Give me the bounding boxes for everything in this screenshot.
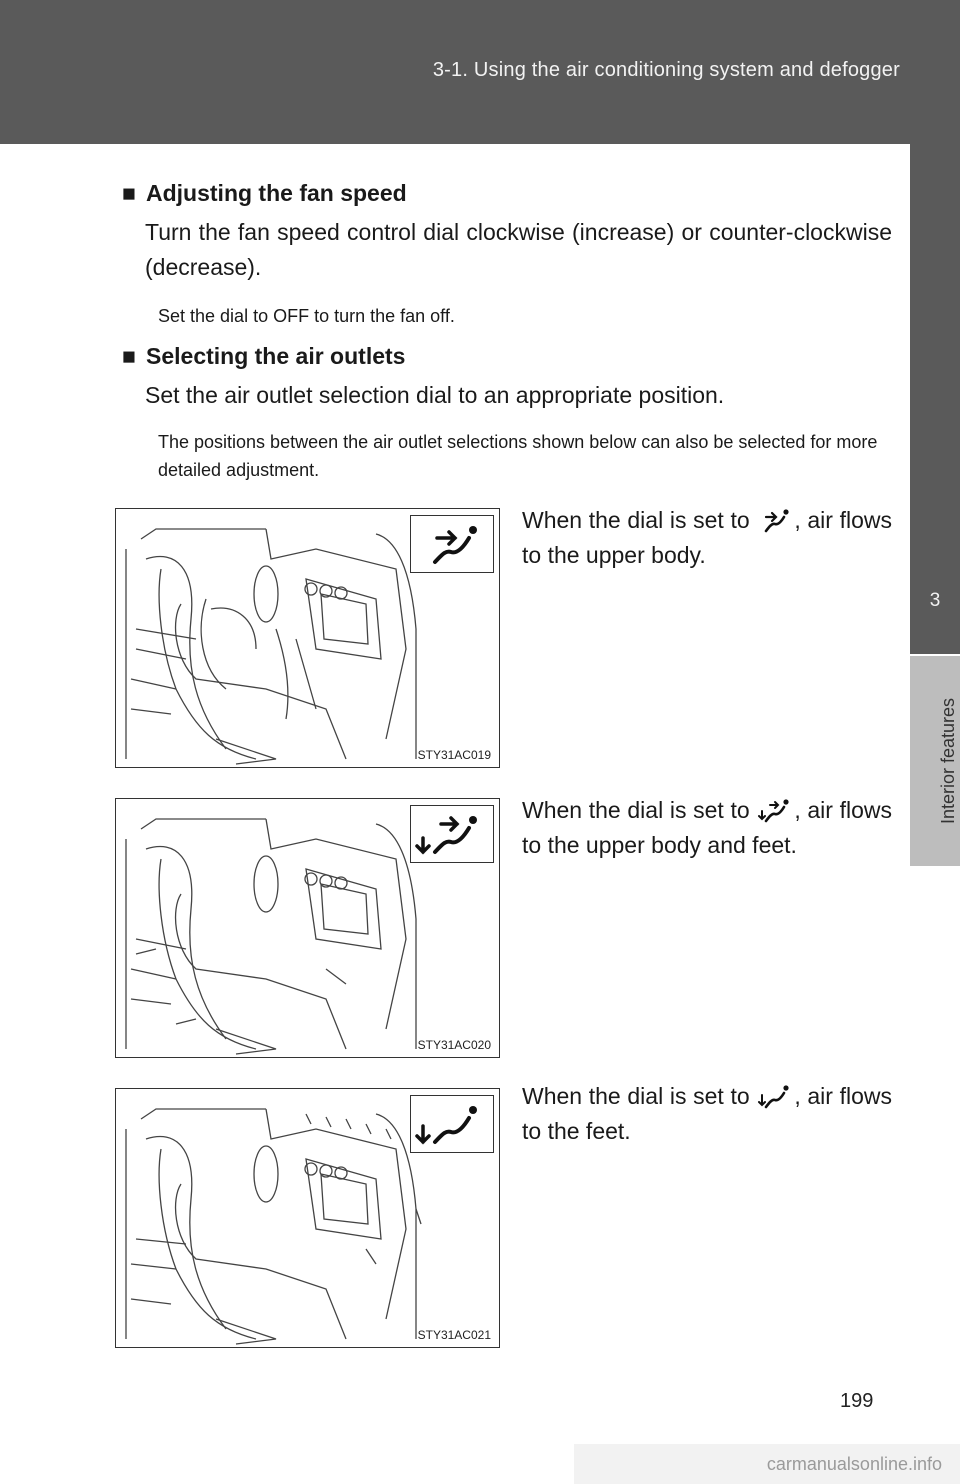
mode-description-face: When the dial is set to , air flows to t… [522,503,892,573]
face-vent-icon [756,507,794,533]
chapter-label: Interior features [938,697,958,825]
section-heading-fan-speed: ■ Adjusting the fan speed [122,180,407,207]
mode-description-face-feet: When the dial is set to , air flows to t… [522,793,892,863]
desc-text: , air flows to the feet. [522,1083,892,1144]
desc-text: When the dial is set to [522,507,750,533]
desc-text: When the dial is set to [522,797,750,823]
heading-text: Adjusting the fan speed [146,180,407,206]
page-header: 3-1. Using the air conditioning system a… [0,0,960,144]
feet-vent-icon [756,1083,794,1109]
section-heading-air-outlets: ■ Selecting the air outlets [122,343,405,370]
fan-off-note: Set the dial to OFF to turn the fan off. [158,306,455,326]
chapter-tab: 3 [910,144,960,654]
interior-illustration-face: STY31AC019 [115,508,500,768]
face-feet-vent-icon [410,805,494,863]
chapter-label-tab: Interior features [910,656,960,866]
bullet-square: ■ [122,180,136,206]
desc-text: , air flows to the upper body. [522,507,892,568]
page-number: 199 [840,1390,874,1412]
interior-illustration-face-feet: STY31AC020 [115,798,500,1058]
face-vent-icon [410,515,494,573]
mode-description-feet: When the dial is set to , air flows to t… [522,1079,892,1149]
air-outlet-note: The positions between the air outlet sel… [158,432,878,480]
figure-code: STY31AC020 [417,1038,491,1052]
bullet-square: ■ [122,343,136,369]
feet-vent-icon [410,1095,494,1153]
face-feet-vent-icon [756,797,794,823]
fan-speed-instruction: Turn the fan speed control dial clockwis… [145,219,892,280]
figure-code: STY31AC019 [417,748,491,762]
interior-illustration-feet: STY31AC021 [115,1088,500,1348]
desc-text: When the dial is set to [522,1083,750,1109]
air-outlet-instruction: Set the air outlet selection dial to an … [145,382,725,408]
heading-text: Selecting the air outlets [146,343,406,369]
watermark: carmanualsonline.info [574,1444,960,1484]
figure-code: STY31AC021 [417,1328,491,1342]
desc-text: , air flows to the upper body and feet. [522,797,892,858]
chapter-number: 3 [929,590,941,611]
section-title: 3-1. Using the air conditioning system a… [432,59,900,81]
